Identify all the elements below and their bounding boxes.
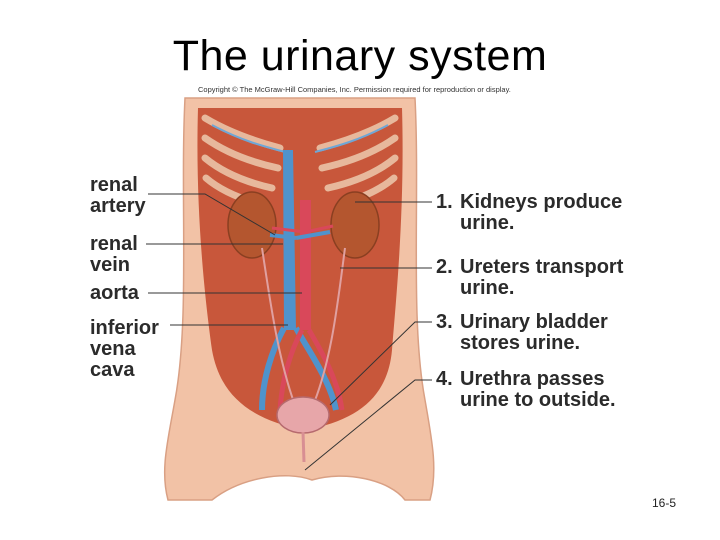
label-aorta: aorta	[90, 282, 139, 304]
label-kidneys: 1.Kidneys produce urine.	[436, 191, 623, 234]
inferior-vena-cava	[283, 150, 296, 330]
copyright-notice: Copyright © The McGraw-Hill Companies, I…	[198, 85, 511, 94]
label-ureters: 2.Ureters transport urine.	[436, 256, 624, 299]
urethra	[301, 431, 306, 463]
left-kidney	[227, 191, 277, 259]
label-inferior-vena-cava: inferior vena cava	[90, 317, 159, 381]
rib-cage	[201, 114, 399, 208]
aorta	[300, 200, 311, 330]
slide-title: The urinary system	[172, 32, 548, 80]
renal-artery	[271, 224, 334, 234]
renal-vein	[269, 230, 331, 240]
intercostal-vessels	[211, 124, 389, 153]
aorta-branches	[277, 328, 345, 411]
left-ureter	[261, 247, 297, 409]
slide-number: 16-5	[651, 496, 676, 510]
urinary-bladder	[276, 396, 330, 434]
leader-lines-left	[146, 193, 302, 326]
label-urinary-bladder: 3.Urinary bladder stores urine.	[436, 311, 608, 354]
leader-lines-right	[304, 201, 432, 471]
label-urethra: 4.Urethra passes urine to outside.	[436, 368, 616, 411]
label-renal-artery: renal artery	[90, 174, 146, 217]
label-renal-vein: renal vein	[90, 233, 138, 276]
right-ureter	[311, 247, 346, 409]
